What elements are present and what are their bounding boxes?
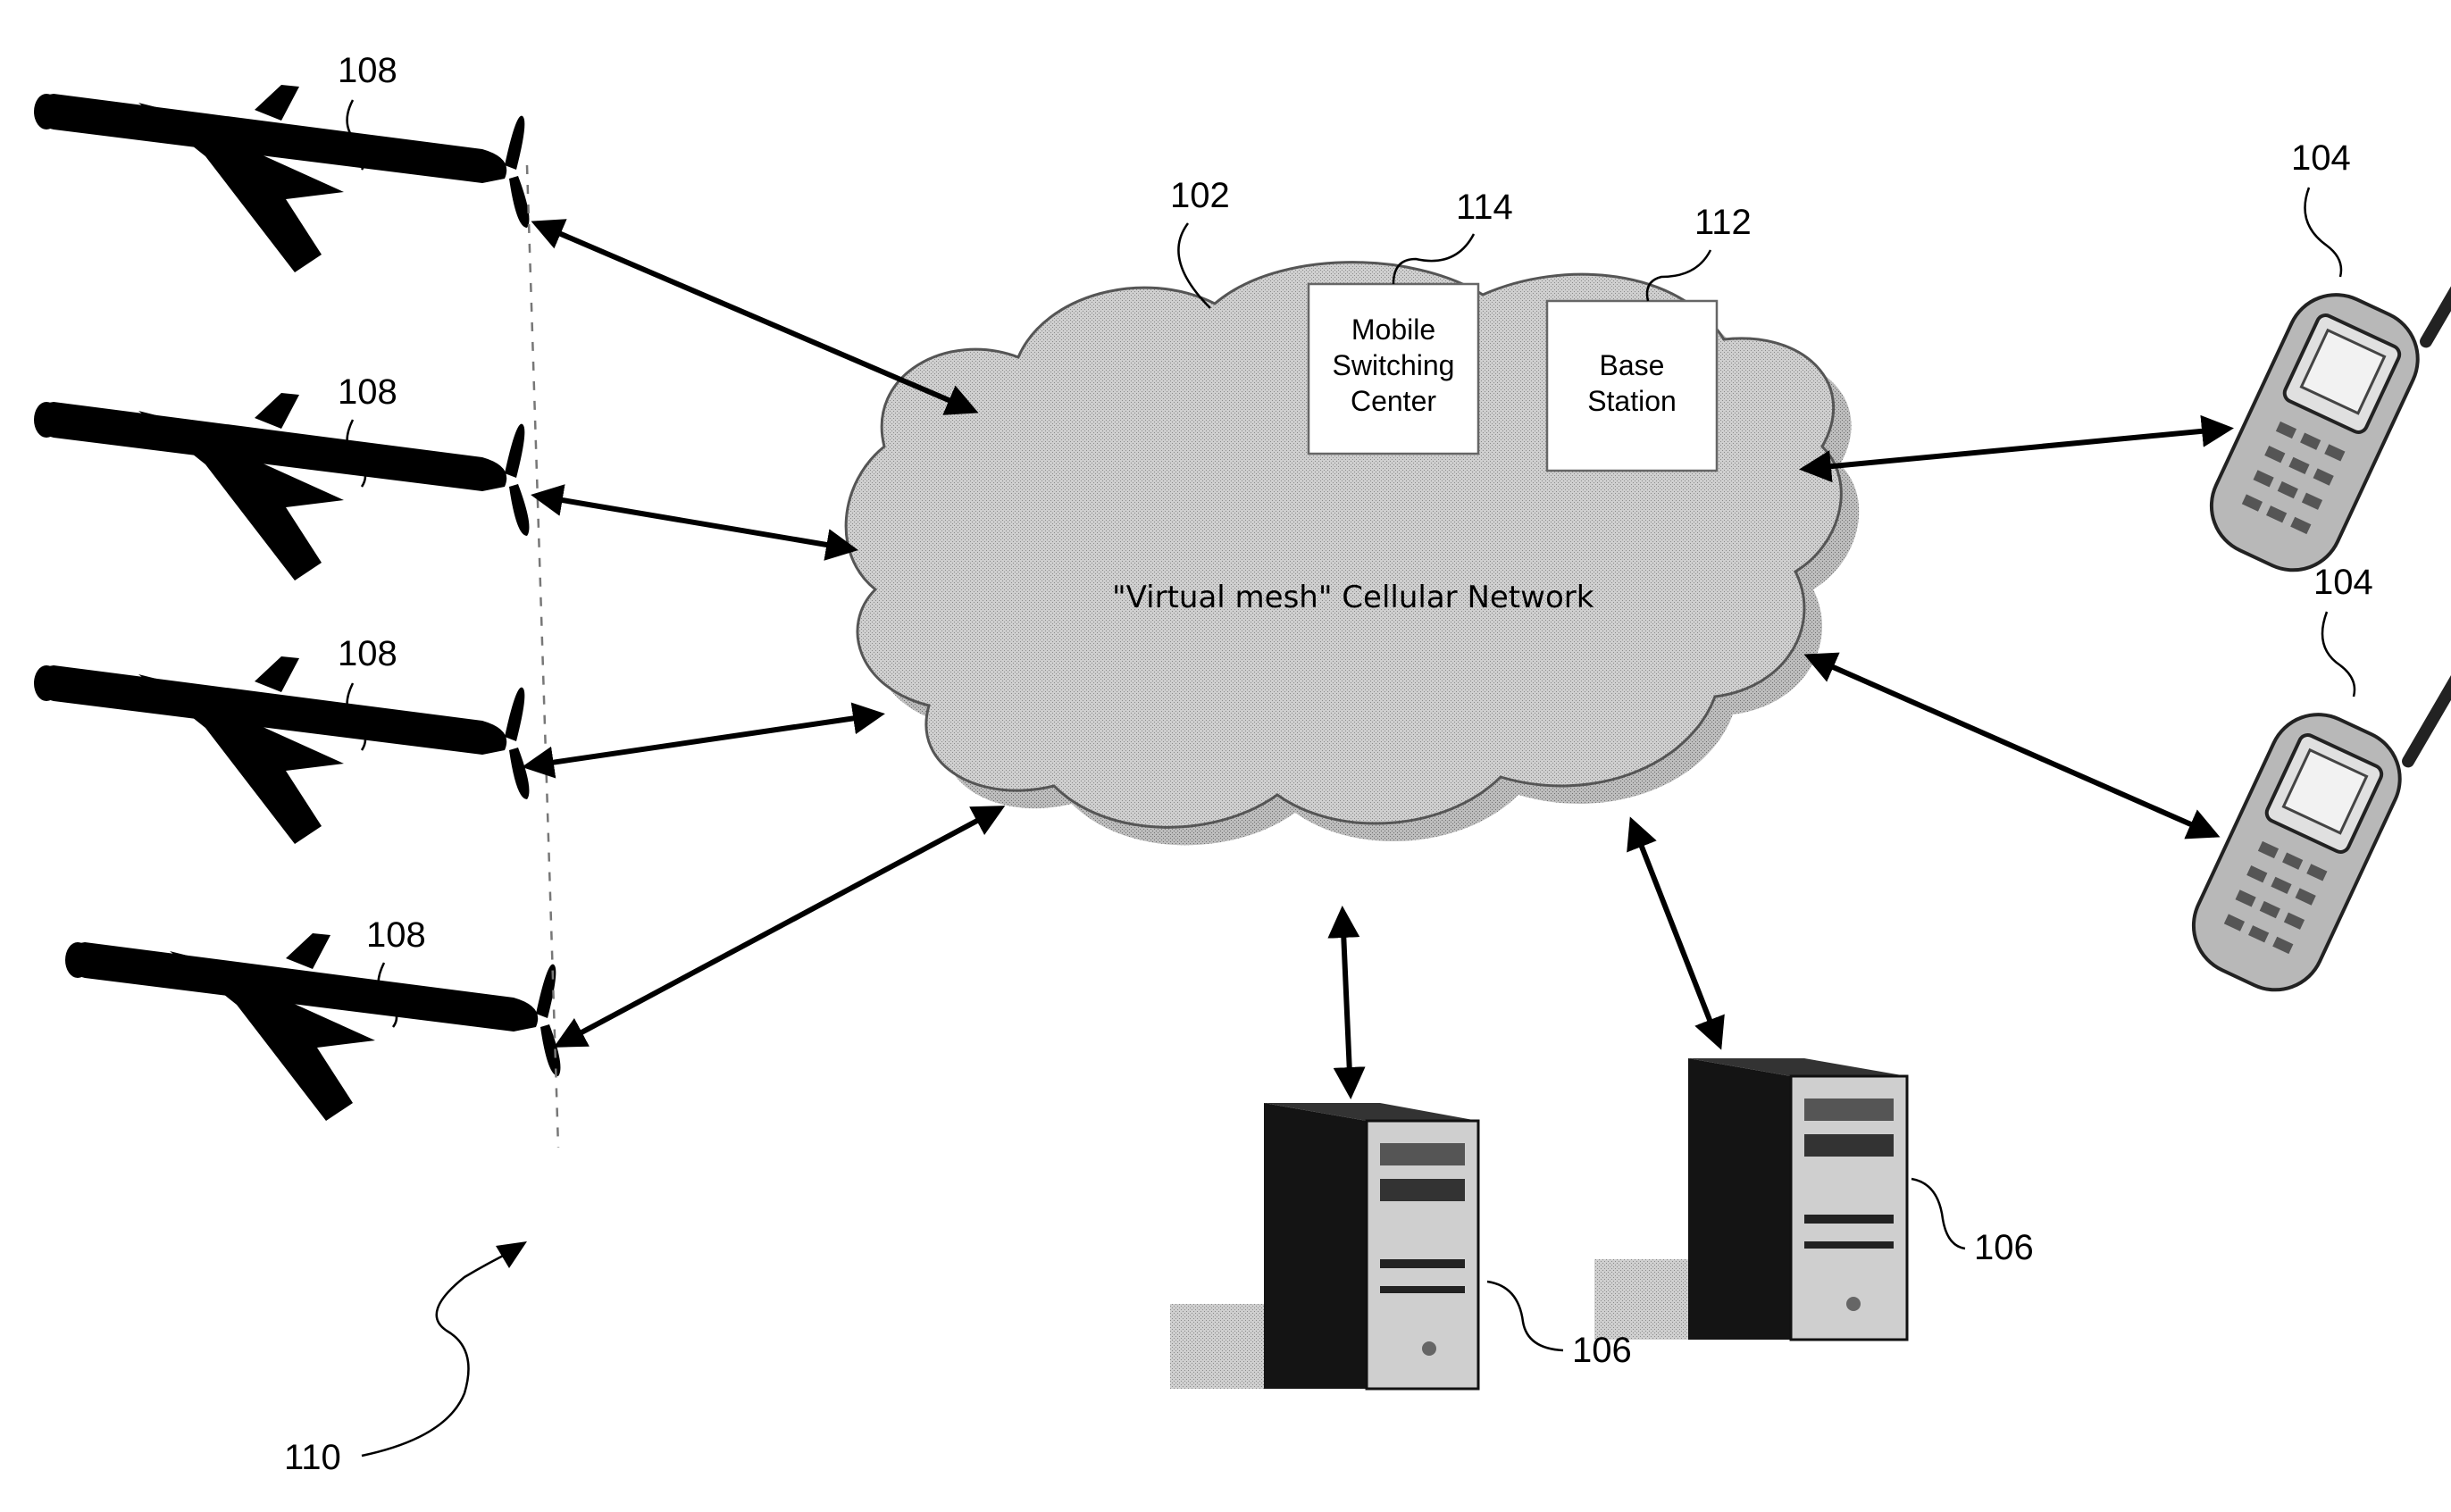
ref-114: 114 — [1456, 188, 1513, 227]
ref-106-2: 106 — [1974, 1228, 2034, 1267]
base-station: Base Station — [1547, 301, 1717, 471]
server-1 — [1170, 1103, 1478, 1389]
msc-line-3: Center — [1351, 385, 1436, 417]
ref-110: 110 — [284, 1438, 341, 1477]
base-station-line-1: Base — [1600, 349, 1665, 381]
uav-3 — [34, 656, 529, 844]
leader-104-1 — [2305, 188, 2342, 277]
ref-108-2: 108 — [338, 372, 397, 412]
ref-108-3: 108 — [338, 634, 397, 673]
base-station-line-2: Station — [1587, 385, 1677, 417]
uav-icon — [34, 393, 529, 581]
arrow-cloud-server2 — [1632, 822, 1719, 1045]
leader-106-1 — [1487, 1282, 1563, 1350]
uav-1 — [34, 85, 529, 272]
uav-icon — [34, 85, 529, 272]
arrow-uav2-cloud — [536, 496, 853, 549]
phone-1 — [2196, 197, 2451, 588]
mobile-switching-center: Mobile Switching Center — [1309, 284, 1478, 454]
ref-106-1: 106 — [1572, 1331, 1632, 1370]
uav-icon — [65, 933, 560, 1121]
ref-108-4: 108 — [366, 915, 426, 955]
arrow-cloud-phone1 — [1804, 429, 2229, 469]
server-tower-icon — [1594, 1058, 1907, 1340]
leader-110-arrowhead — [496, 1241, 527, 1268]
cell-phone-icon — [2196, 197, 2451, 588]
ref-102: 102 — [1170, 176, 1230, 215]
ref-104-1: 104 — [2291, 138, 2351, 178]
leader-110 — [362, 1250, 514, 1456]
cell-phone-icon — [2178, 617, 2451, 1007]
ref-104-2: 104 — [2313, 563, 2373, 602]
ref-112: 112 — [1694, 203, 1752, 242]
phone-2 — [2178, 617, 2451, 1007]
arrow-cloud-server1 — [1343, 911, 1351, 1094]
arrow-uav4-cloud — [558, 808, 1000, 1045]
msc-line-1: Mobile — [1351, 313, 1435, 346]
uav-2 — [34, 393, 529, 581]
server-2 — [1594, 1058, 1907, 1340]
uav-4 — [65, 933, 560, 1121]
arrow-uav3-cloud — [527, 714, 880, 766]
uav-icon — [34, 656, 529, 844]
leader-104-2 — [2322, 612, 2355, 697]
arrow-cloud-phone2 — [1809, 656, 2215, 835]
server-tower-icon — [1170, 1103, 1478, 1389]
leader-106-2 — [1911, 1179, 1965, 1249]
ref-108-1: 108 — [338, 51, 397, 90]
msc-line-2: Switching — [1333, 349, 1455, 381]
network-label: "Virtual mesh" Cellular Network — [1112, 580, 1594, 615]
arrow-uav1-cloud — [536, 223, 974, 411]
